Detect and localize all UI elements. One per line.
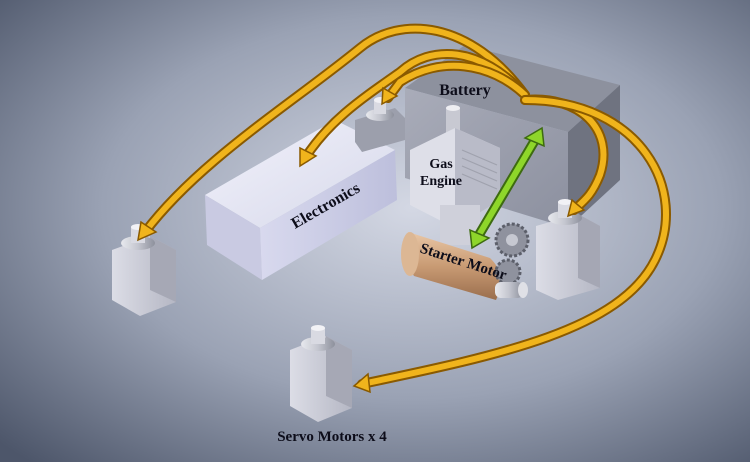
servo-bottom	[290, 325, 352, 422]
starter-motor	[401, 222, 530, 300]
servo-motors-label: Servo Motors x 4	[277, 429, 387, 445]
power-arrows	[137, 23, 671, 394]
gas-engine-label-line2: Engine	[420, 174, 462, 189]
servo-left	[112, 224, 176, 316]
arrow-battery-to-electronics	[299, 49, 530, 168]
arrow-battery-to-servo-back	[381, 60, 530, 106]
arrow-battery-to-servo-left	[137, 23, 530, 242]
servo-right	[536, 199, 600, 300]
electronics-box	[205, 120, 397, 280]
gas-engine-label-line1: Gas	[429, 157, 453, 172]
gas-engine	[410, 105, 500, 245]
arrow-battery-to-servo-bottom	[352, 95, 671, 394]
starter-battery-arrow	[469, 126, 545, 250]
battery-label: Battery	[439, 82, 491, 99]
